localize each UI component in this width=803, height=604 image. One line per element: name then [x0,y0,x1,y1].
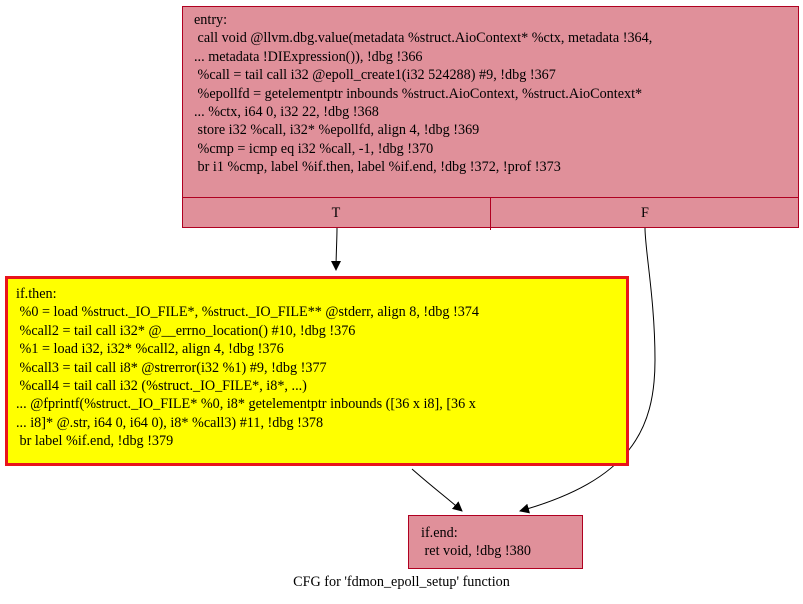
branch-false-label: F [490,198,799,230]
code-line: br label %if.end, !dbg !379 [16,433,174,450]
entry-block-code: entry: call void @llvm.dbg.value(metadat… [194,11,652,177]
if-end-block-code: if.end: ret void, !dbg !380 [421,524,531,561]
code-line: %epollfd = getelementptr inbounds %struc… [194,85,643,102]
edge-entry-true-to-if-then [331,227,342,271]
code-line: %call = tail call i32 @epoll_create1(i32… [194,67,556,84]
code-line: ... @fprintf(%struct._IO_FILE* %0, i8* g… [16,396,476,413]
code-line: %call4 = tail call i32 (%struct._IO_FILE… [16,378,307,395]
code-line: ... metadata !DIExpression()), !dbg !366 [194,48,423,65]
code-line: %call2 = tail call i32* @__errno_locatio… [16,322,356,339]
if-then-block-code: if.then: %0 = load %struct._IO_FILE*, %s… [16,285,479,451]
entry-branch-ports: T F [182,197,799,230]
code-line: ret void, !dbg !380 [421,543,531,560]
if-end-block-node: if.end: ret void, !dbg !380 [408,515,583,569]
code-line: if.end: [421,525,458,541]
code-line: %0 = load %struct._IO_FILE*, %struct._IO… [16,304,479,321]
edge-entry-false-to-if-end [519,227,656,514]
if-then-block-node: if.then: %0 = load %struct._IO_FILE*, %s… [5,276,629,466]
graph-caption: CFG for 'fdmon_epoll_setup' function [293,574,510,590]
code-line: entry: [194,12,228,28]
code-line: %1 = load i32, i32* %call2, align 4, !db… [16,341,284,358]
code-line: ... %ctx, i64 0, i32 22, !dbg !368 [194,104,379,121]
code-line: ... i8]* @.str, i64 0, i64 0), i8* %call… [16,414,324,431]
code-line: if.then: [16,286,57,302]
edge-if-then-to-if-end [411,468,463,512]
code-line: %cmp = icmp eq i32 %call, -1, !dbg !370 [194,140,434,157]
code-line: br i1 %cmp, label %if.then, label %if.en… [194,159,561,176]
entry-block-node: entry: call void @llvm.dbg.value(metadat… [182,6,799,230]
code-line: store i32 %call, i32* %epollfd, align 4,… [194,122,480,139]
branch-true-label: T [331,205,341,221]
code-line: %call3 = tail call i8* @strerror(i32 %1)… [16,359,327,376]
code-line: call void @llvm.dbg.value(metadata %stru… [194,30,653,47]
